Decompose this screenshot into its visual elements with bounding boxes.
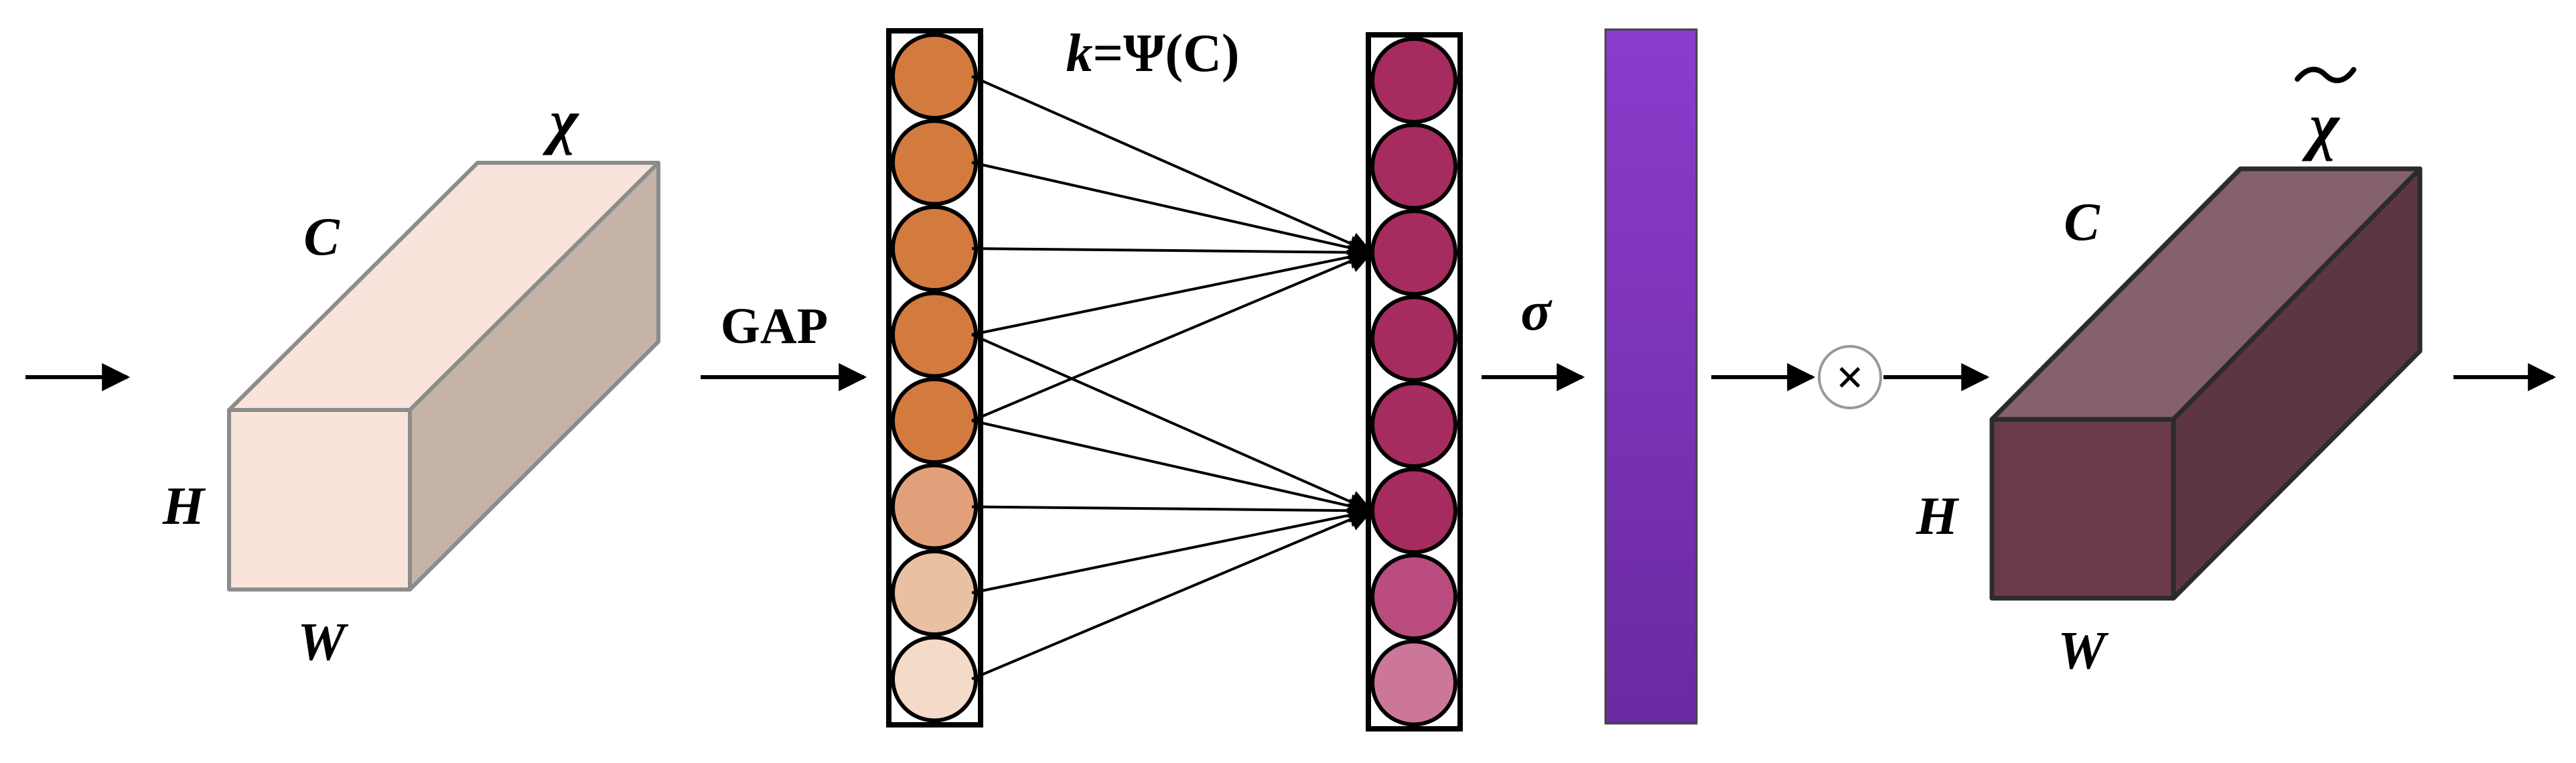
weight-node-5	[1370, 381, 1457, 468]
weight-vector-frame	[1366, 32, 1463, 732]
pooled-node-5	[891, 377, 978, 464]
connection-10	[971, 508, 1374, 681]
input-tensor	[227, 161, 660, 592]
gap-label: GAP	[721, 298, 828, 354]
kernel-size-formula: =Ψ(C)	[1092, 24, 1239, 83]
output-tensor-front-face	[1989, 417, 2176, 601]
output-tensor-tilde	[2295, 66, 2356, 84]
pooled-node-3	[891, 205, 978, 292]
attention-weights-bar	[1604, 28, 1698, 725]
multiply-icon: ×	[1836, 350, 1864, 405]
output-dim-c-label: C	[2064, 193, 2100, 252]
connection-7	[971, 419, 1374, 518]
weight-node-6	[1370, 467, 1457, 555]
connection-2	[971, 161, 1374, 260]
input-dim-h-label: H	[162, 477, 206, 536]
pooled-node-1	[891, 33, 978, 120]
input-tensor-front-face	[227, 408, 412, 592]
conv-kernel-label: k=Ψ(C)	[1066, 24, 1239, 83]
connection-6	[971, 333, 1374, 513]
conv1d-connections	[971, 75, 1374, 681]
weight-vector	[1370, 37, 1457, 727]
pooled-vector	[891, 33, 978, 723]
pooled-node-2	[891, 119, 978, 206]
connection-5	[971, 249, 1374, 422]
connection-8	[971, 498, 1374, 523]
weight-node-2	[1370, 123, 1457, 210]
pooled-node-7	[891, 549, 978, 636]
weight-node-1	[1370, 37, 1457, 124]
kernel-size-symbol: k	[1066, 24, 1092, 83]
weight-node-4	[1370, 295, 1457, 383]
connection-4	[971, 245, 1374, 336]
pooled-node-4	[891, 291, 978, 378]
input-dim-c-label: C	[303, 208, 340, 267]
weight-node-3	[1370, 209, 1457, 296]
input-tensor-symbol: χ	[543, 87, 580, 155]
pooled-vector-frame	[886, 28, 983, 727]
pooled-node-6	[891, 463, 978, 551]
connection-1	[971, 75, 1374, 255]
weight-node-7	[1370, 553, 1457, 640]
connection-9	[971, 503, 1374, 594]
output-tensor	[1989, 166, 2423, 601]
output-dim-h-label: H	[1916, 487, 1960, 546]
output-tensor-symbol: χ	[2301, 90, 2341, 161]
weight-node-8	[1370, 639, 1457, 727]
sigmoid-label: σ	[1520, 280, 1553, 342]
input-dim-w-label: W	[297, 613, 348, 672]
pooled-node-8	[891, 635, 978, 723]
output-dim-w-label: W	[2058, 622, 2108, 681]
connection-3	[971, 240, 1374, 265]
multiply-node	[1818, 345, 1882, 409]
